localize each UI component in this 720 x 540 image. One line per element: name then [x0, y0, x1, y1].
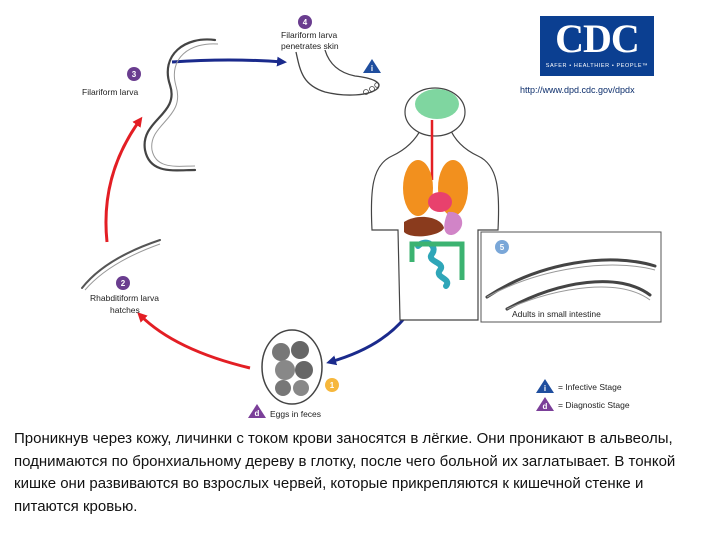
stage-badge-5: 5 — [495, 240, 509, 254]
foot-illustration — [295, 49, 380, 96]
svg-text:1: 1 — [330, 381, 335, 390]
arrow-rhabditiform-to-filariform — [104, 116, 143, 243]
cdc-logo: CDC SAFER • HEALTHIER • PEOPLE™ — [540, 16, 654, 76]
svg-text:2: 2 — [121, 279, 126, 288]
filariform-larva-illustration — [143, 38, 219, 172]
svg-text:i: i — [544, 384, 546, 393]
diagnostic-marker-stage1: d — [248, 404, 266, 418]
description-caption: Проникнув через кожу, личинки с током кр… — [14, 430, 676, 515]
cdc-tagline: SAFER • HEALTHIER • PEOPLE™ — [545, 63, 649, 69]
arrow-filariform-to-skin — [171, 56, 287, 67]
svg-text:d: d — [543, 402, 548, 411]
svg-text:= Diagnostic Stage: = Diagnostic Stage — [558, 400, 630, 410]
svg-text:d: d — [255, 409, 260, 418]
cdc-url: http://www.dpd.cdc.gov/dpdx — [520, 85, 635, 95]
label-stage4-line2: penetrates skin — [281, 41, 339, 51]
eggs-cluster-illustration — [261, 329, 323, 405]
infective-marker-stage4: i — [363, 59, 381, 73]
left-lung — [403, 160, 433, 216]
label-stage3: Filariform larva — [82, 87, 138, 97]
legend-diagnostic: d = Diagnostic Stage — [536, 397, 630, 411]
svg-text:3: 3 — [132, 70, 137, 79]
large-intestine — [409, 241, 465, 280]
stage-badge-2: 2 — [116, 276, 130, 290]
cdc-logo-text: CDC — [555, 16, 640, 61]
label-stage5: Adults in small intestine — [512, 309, 601, 319]
stage-badge-1: 1 — [325, 378, 339, 392]
stomach — [444, 211, 463, 236]
svg-text:= Infective Stage: = Infective Stage — [558, 382, 622, 392]
stage-badge-4: 4 — [298, 15, 312, 29]
human-body-illustration — [370, 87, 500, 321]
liver — [404, 216, 444, 237]
legend-infective: i = Infective Stage — [536, 379, 622, 393]
svg-text:5: 5 — [500, 243, 505, 252]
lifecycle-diagram: 4 3 2 5 1 i d Filariform larva penetrate… — [81, 15, 662, 419]
arrow-eggs-to-rhabditiform — [137, 312, 251, 370]
label-stage2-line1: Rhabditiform larva — [90, 293, 159, 303]
svg-text:4: 4 — [303, 18, 308, 27]
adult-worms-illustration — [485, 258, 657, 311]
svg-text:i: i — [371, 64, 373, 73]
brain — [415, 89, 459, 119]
label-stage2-line2: hatches — [110, 305, 140, 315]
stage-badge-3: 3 — [127, 67, 141, 81]
heart — [428, 192, 452, 212]
rhabditiform-larva-illustration — [81, 239, 161, 291]
label-stage1: Eggs in feces — [270, 409, 321, 419]
label-stage4-line1: Filariform larva — [281, 30, 337, 40]
